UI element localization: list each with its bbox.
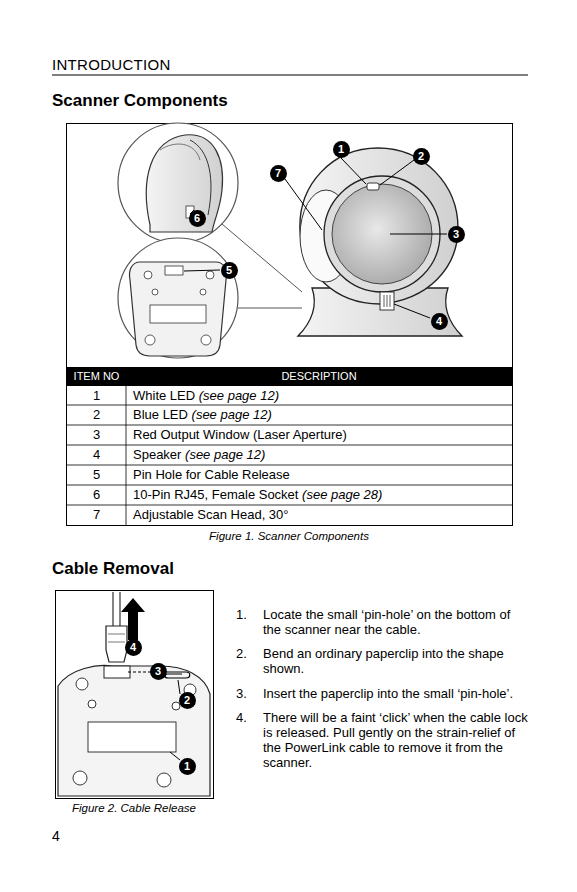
callout-number: 4 xyxy=(431,313,448,330)
figure-caption: Figure 2. Cable Release xyxy=(55,802,213,815)
table-cell: 5 xyxy=(67,465,126,484)
callout-number: 6 xyxy=(189,210,206,227)
callout-number: 1 xyxy=(333,141,350,158)
callout-number: 5 xyxy=(221,262,238,279)
section-heading: Scanner Components xyxy=(52,91,228,111)
step-text: Bend an ordinary paperclip into the shap… xyxy=(263,646,531,676)
page-header: INTRODUCTION xyxy=(52,56,171,73)
table-cell: Speaker (see page 12) xyxy=(133,445,508,464)
table-cell: 6 xyxy=(67,485,126,504)
step-text: Locate the small ‘pin-hole’ on the botto… xyxy=(263,607,531,637)
callout-number: 2 xyxy=(179,692,196,709)
table-cell: 7 xyxy=(67,505,126,524)
table-cell: White LED (see page 12) xyxy=(133,386,508,405)
callout-number: 1 xyxy=(179,758,196,775)
table-cell: Blue LED (see page 12) xyxy=(133,405,508,424)
callout-number: 3 xyxy=(448,226,465,243)
step-text: Insert the paperclip into the small ‘pin… xyxy=(263,686,531,701)
step-number: 4. xyxy=(236,710,260,725)
step-number: 1. xyxy=(236,607,260,622)
figure-caption: Figure 1. Scanner Components xyxy=(66,530,512,543)
step-text: There will be a faint ‘click’ when the c… xyxy=(263,710,531,770)
table-cell: 2 xyxy=(67,405,126,424)
table-header: DESCRIPTION xyxy=(126,367,512,386)
section-heading: Cable Removal xyxy=(52,559,174,579)
step-number: 2. xyxy=(236,646,260,661)
step-number: 3. xyxy=(236,686,260,701)
table-cell: 1 xyxy=(67,386,126,405)
page-number: 4 xyxy=(52,828,60,844)
table-cell: 4 xyxy=(67,445,126,464)
table-header: ITEM NO xyxy=(67,367,126,386)
callout-number: 4 xyxy=(125,639,142,656)
callout-number: 2 xyxy=(413,148,430,165)
table-cell: Red Output Window (Laser Aperture) xyxy=(133,425,508,444)
callout-number: 3 xyxy=(150,663,167,680)
table-cell: 3 xyxy=(67,425,126,444)
table-cell: Pin Hole for Cable Release xyxy=(133,465,508,484)
callout-number: 7 xyxy=(270,165,287,182)
table-cell: 10-Pin RJ45, Female Socket (see page 28) xyxy=(133,485,508,504)
table-cell: Adjustable Scan Head, 30° xyxy=(133,505,508,524)
